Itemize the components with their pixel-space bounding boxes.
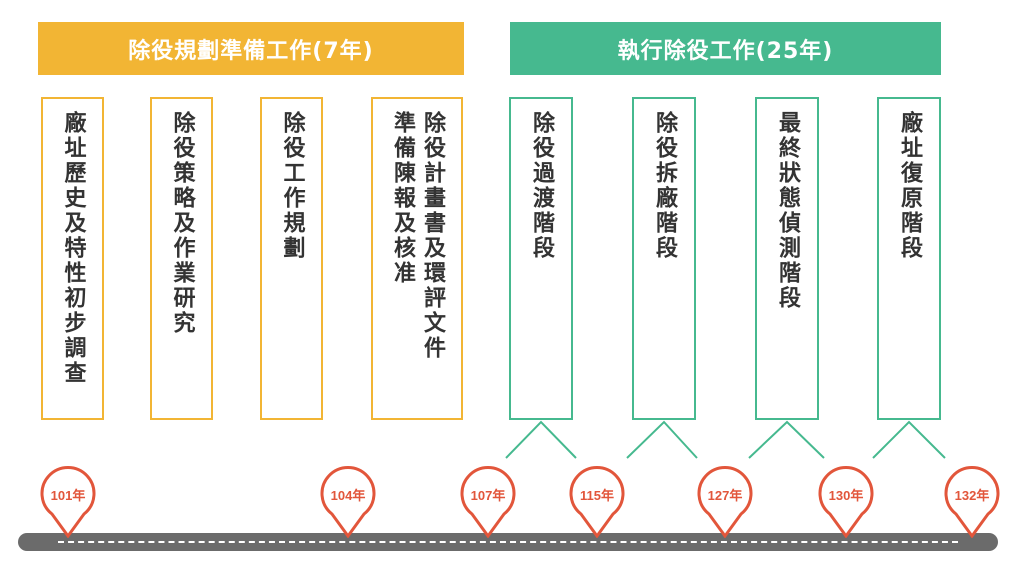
- milestone-pin-130: 130年: [818, 466, 874, 538]
- connector-exec-step-3: [748, 420, 825, 459]
- map-pin-icon: [697, 466, 753, 538]
- milestone-pin-115: 115年: [569, 466, 625, 538]
- milestone-label: 115年: [580, 488, 614, 503]
- exec-step-4-text: 廠址復原階段: [897, 111, 922, 261]
- map-pin-icon: [40, 466, 96, 538]
- milestone-pin-132: 132年: [944, 466, 1000, 538]
- prep-step-4-text-line1: 除役計畫書及環評文件: [420, 111, 445, 361]
- milestone-label: 104年: [330, 488, 366, 503]
- milestone-pin-127: 127年: [697, 466, 753, 538]
- milestone-label: 130年: [828, 488, 864, 503]
- connector-exec-step-4: [872, 420, 946, 459]
- prep-step-4: 除役計畫書及環評文件 準備陳報及核准: [371, 97, 463, 420]
- exec-step-3: 最終狀態偵測階段: [755, 97, 819, 420]
- exec-step-3-text: 最終狀態偵測階段: [775, 111, 800, 311]
- prep-step-3: 除役工作規劃: [260, 97, 323, 420]
- map-pin-icon: [818, 466, 874, 538]
- exec-step-1-text: 除役過渡階段: [529, 111, 554, 261]
- map-pin-icon: [460, 466, 516, 538]
- exec-step-2: 除役拆廠階段: [632, 97, 696, 420]
- milestone-label: 101年: [50, 488, 86, 503]
- milestone-label: 127年: [707, 488, 743, 503]
- connector-exec-step-2: [626, 420, 698, 459]
- exec-step-2-text: 除役拆廠階段: [652, 111, 677, 261]
- exec-phase-header: 執行除役工作(25年): [510, 22, 941, 75]
- prep-step-1: 廠址歷史及特性初步調查: [41, 97, 104, 420]
- prep-step-3-text: 除役工作規劃: [279, 111, 305, 261]
- exec-step-1: 除役過渡階段: [509, 97, 573, 420]
- milestone-label: 107年: [470, 488, 506, 503]
- timeline-road: [18, 533, 998, 551]
- prep-step-2: 除役策略及作業研究: [150, 97, 213, 420]
- milestone-pin-101: 101年: [40, 466, 96, 538]
- prep-step-1-text: 廠址歷史及特性初步調查: [60, 111, 86, 386]
- connector-exec-step-1: [505, 420, 577, 459]
- prep-step-4-text-line2: 準備陳報及核准: [390, 111, 415, 286]
- prep-phase-header: 除役規劃準備工作(7年): [38, 22, 464, 75]
- milestone-pin-104: 104年: [320, 466, 376, 538]
- milestone-pin-107: 107年: [460, 466, 516, 538]
- exec-step-4: 廠址復原階段: [877, 97, 941, 420]
- map-pin-icon: [569, 466, 625, 538]
- prep-step-2-text: 除役策略及作業研究: [169, 111, 195, 336]
- map-pin-icon: [944, 466, 1000, 538]
- map-pin-icon: [320, 466, 376, 538]
- milestone-label: 132年: [954, 488, 990, 503]
- timeline-road-dashes: [58, 541, 958, 543]
